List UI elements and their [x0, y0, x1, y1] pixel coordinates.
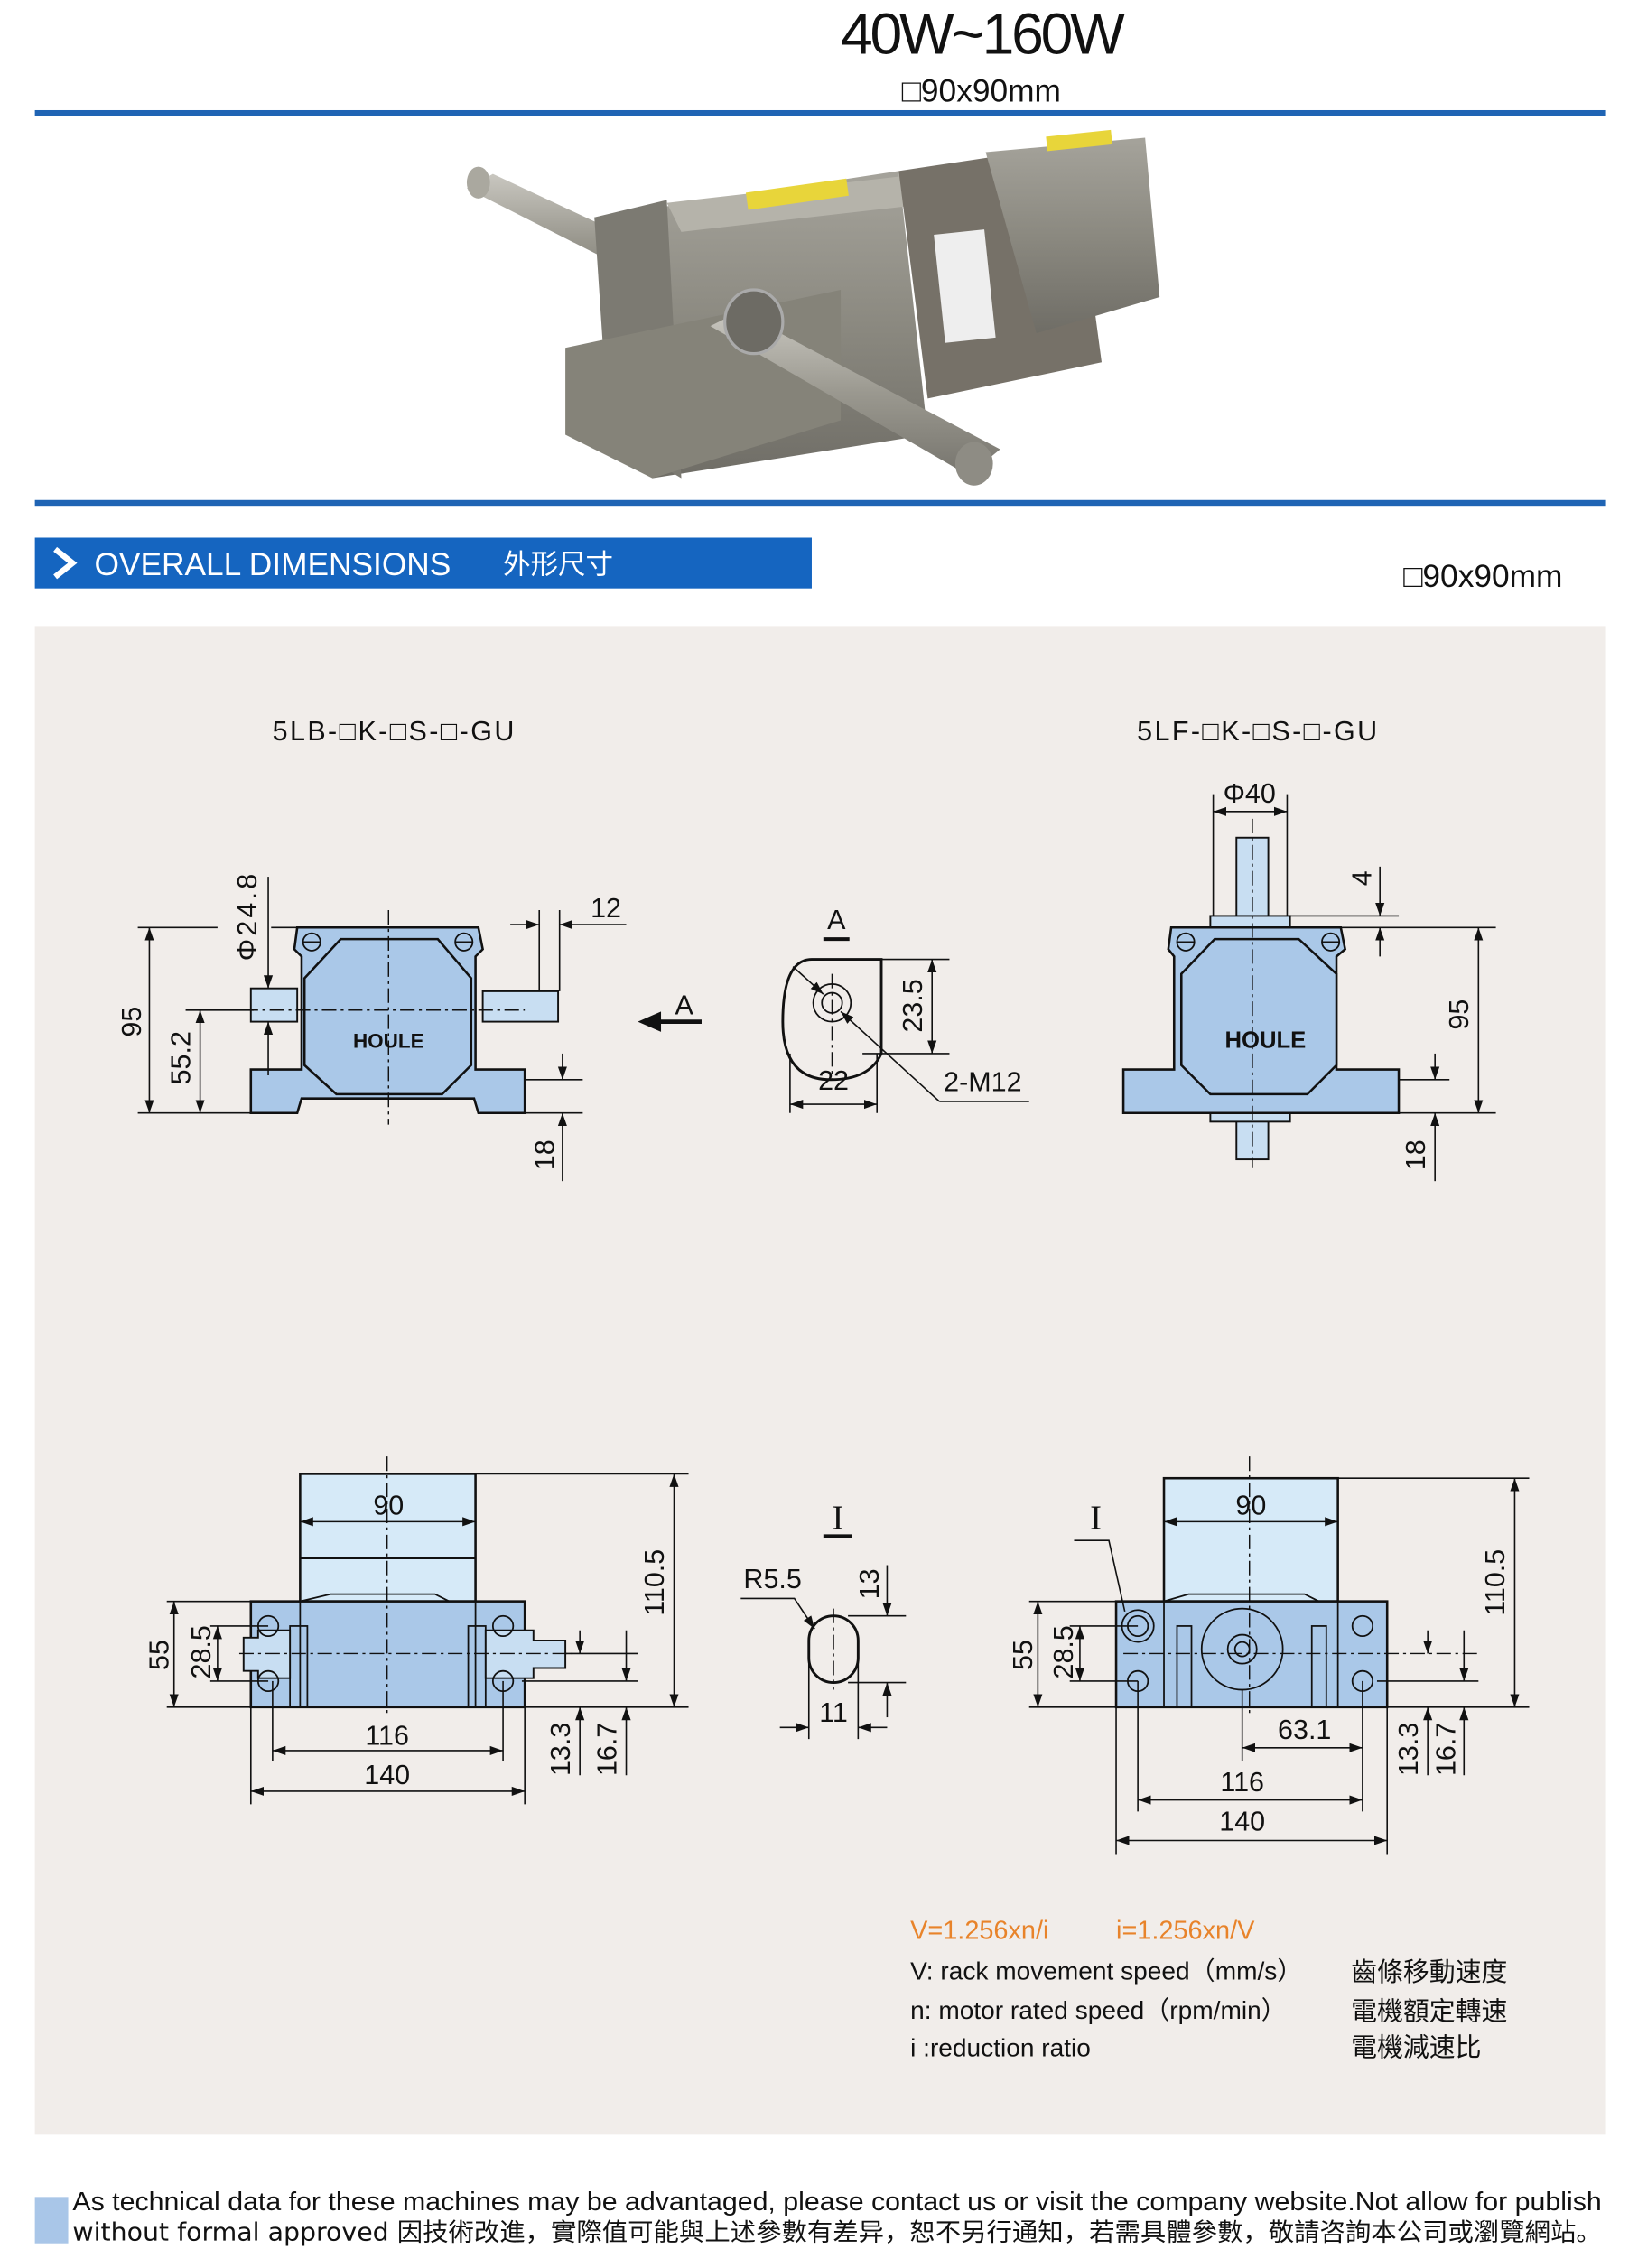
- lf-top-dim-63-1: 63.1: [1278, 1715, 1331, 1745]
- section-frame-size: □90x90mm: [1403, 559, 1562, 594]
- footer-notice: As technical data for these machines may…: [34, 2188, 1602, 2247]
- view-i-radius: R5.5: [743, 1564, 801, 1594]
- legend-v-zh: 齒條移動速度: [1351, 1957, 1507, 1987]
- photo-divider: [34, 499, 1606, 507]
- legend-i-zh: 電機減速比: [1351, 2032, 1481, 2063]
- banner-title: OVERALL DIMENSIONS: [94, 547, 451, 582]
- section-banner: OVERALL DIMENSIONS 外形尺寸: [34, 537, 812, 589]
- lf-model-title: 5LF-□K-□S-□-GU: [1137, 716, 1379, 747]
- chevron-right-icon: [53, 546, 78, 580]
- lb-top-dim-116: 116: [365, 1721, 409, 1752]
- lf-front-view: 5LF-□K-□S-□-GU HOULE Φ40 4 95 18: [1121, 716, 1496, 1182]
- lb-top-dim-13-3: 13.3: [545, 1723, 576, 1776]
- lf-top-section-mark: I: [1090, 1499, 1102, 1537]
- formula-i: i=1.256xn/V: [1116, 1917, 1255, 1946]
- lb-top-dim-90: 90: [373, 1490, 404, 1520]
- lf-top-dim-55: 55: [1008, 1640, 1038, 1670]
- lf-top-dim-116: 116: [1220, 1767, 1264, 1798]
- view-i-detail: I R5.5 13 11: [740, 1499, 907, 1740]
- lb-brand-logo: HOULE: [353, 1029, 424, 1052]
- lf-top-dim-13-3: 13.3: [1393, 1723, 1424, 1776]
- lf-dim-95: 95: [1444, 999, 1475, 1030]
- footer-line-2: without formal approved 因技術改進，實際值可能與上述參數…: [72, 2219, 1601, 2247]
- page-title: 40W~160W: [841, 1, 1125, 66]
- lb-dim-12: 12: [591, 893, 621, 924]
- legend-v-en: V: rack movement speed（mm/s）: [910, 1957, 1302, 1985]
- lb-top-dim-55: 55: [144, 1640, 174, 1670]
- footer-marker: [34, 2197, 69, 2244]
- lf-brand-logo: HOULE: [1224, 1027, 1306, 1053]
- lb-front-view: 5LB-□K-□S-□-GU HOULE 95 55.2 Φ24.8 12 18: [116, 716, 627, 1182]
- lf-top-dim-16-7: 16.7: [1431, 1723, 1462, 1776]
- view-a-arrow: A: [638, 990, 702, 1032]
- legend-n-zh: 電機額定轉速: [1351, 1996, 1507, 2027]
- lb-top-dim-140: 140: [364, 1760, 410, 1790]
- view-a-arrow-label: A: [675, 990, 694, 1021]
- lf-top-dim-90: 90: [1235, 1490, 1266, 1520]
- frame-size-label: □90x90mm: [902, 73, 1061, 108]
- lb-top-dim-16-7: 16.7: [591, 1723, 622, 1776]
- lf-top-dim-140: 140: [1219, 1806, 1265, 1836]
- view-a-thread: 2-M12: [944, 1067, 1021, 1098]
- header-divider: [34, 109, 1606, 116]
- lf-top-dim-28-5: 28.5: [1048, 1625, 1079, 1678]
- view-a-dim-22: 22: [818, 1065, 849, 1096]
- legend-i-en: i :reduction ratio: [910, 2034, 1091, 2062]
- lf-dim-phi40: Φ40: [1224, 778, 1276, 809]
- footer-line-1: As technical data for these machines may…: [72, 2188, 1601, 2217]
- lb-model-title: 5LB-□K-□S-□-GU: [273, 716, 517, 747]
- lb-top-dim-28-5: 28.5: [186, 1625, 217, 1678]
- lf-top-dim-110-5: 110.5: [1480, 1549, 1511, 1616]
- view-i-label: I: [832, 1499, 843, 1537]
- banner-title-zh: 外形尺寸: [503, 550, 613, 581]
- lb-top-dim-110-5: 110.5: [639, 1549, 670, 1616]
- lb-dim-95: 95: [116, 1007, 147, 1037]
- view-a-detail: A 23.5 22 2-M12: [781, 905, 1029, 1113]
- view-a-label: A: [827, 905, 846, 935]
- legend-n-en: n: motor rated speed（rpm/min）: [910, 1996, 1287, 2024]
- product-photo: [466, 129, 1160, 486]
- formula-block: V=1.256xn/i i=1.256xn/V V: rack movement…: [910, 1917, 1507, 2063]
- view-i-dim-11: 11: [819, 1697, 848, 1728]
- formula-v: V=1.256xn/i: [910, 1917, 1048, 1946]
- lb-dim-55-2: 55.2: [165, 1031, 196, 1084]
- lf-top-view: I 90 110.5 55 28.5 63.1 116 140 13.3 16.…: [1008, 1456, 1530, 1855]
- lb-top-view: 90 110.5 55 28.5 116 140 13.3 16.7: [144, 1456, 689, 1805]
- drawing-panel: [34, 626, 1606, 2135]
- lf-dim-18: 18: [1401, 1139, 1431, 1170]
- lb-dim-phi24-8: Φ24.8: [232, 871, 263, 962]
- view-a-dim-23-5: 23.5: [898, 979, 928, 1032]
- view-i-dim-13: 13: [854, 1568, 885, 1599]
- lf-dim-4: 4: [1347, 870, 1378, 886]
- lb-dim-18: 18: [529, 1139, 560, 1170]
